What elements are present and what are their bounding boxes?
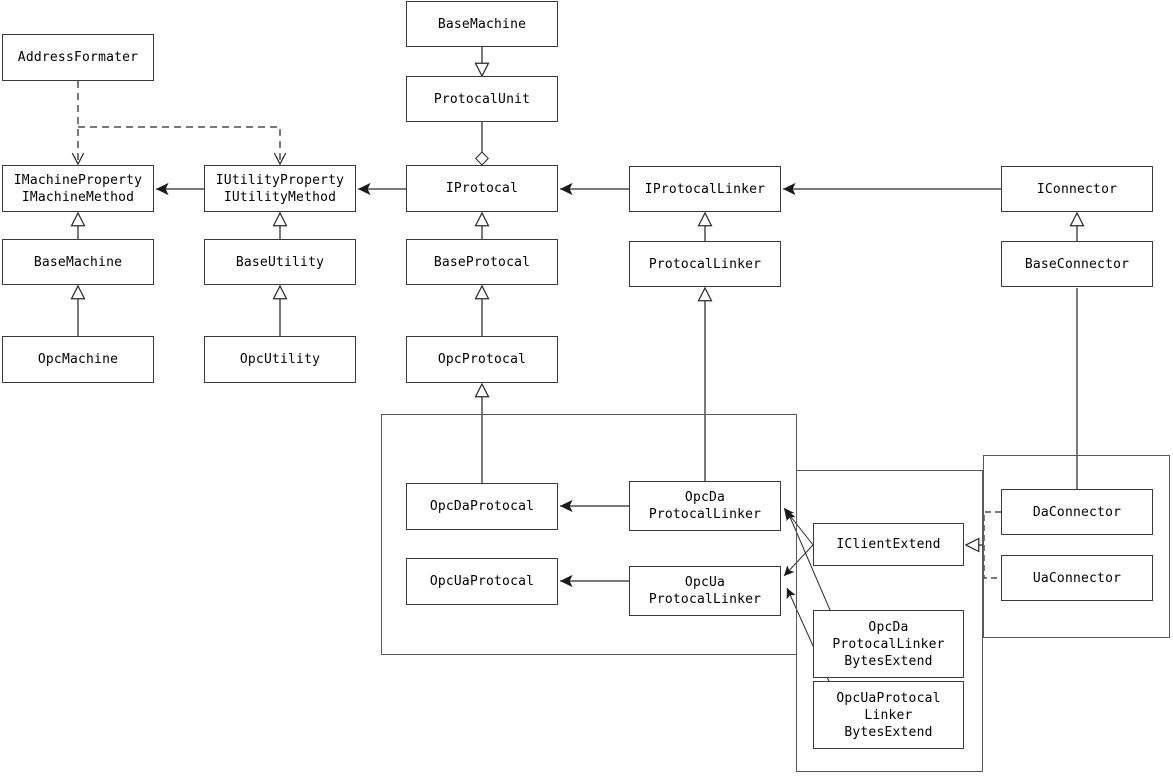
class-box-basemachine-top[interactable]: BaseMachine (406, 1, 558, 47)
class-box-uaconnector[interactable]: UaConnector (1001, 555, 1153, 601)
edge-addressformater-iutilityproperty (78, 126, 287, 166)
class-box-iprotocal[interactable]: IProtocal (406, 165, 558, 212)
class-box-baseutility[interactable]: BaseUtility (204, 239, 356, 285)
class-box-iutilityproperty[interactable]: IUtilityProperty IUtilityMethod (204, 165, 356, 212)
frame-connector-group (983, 455, 1170, 638)
class-box-imachineproperty[interactable]: IMachineProperty IMachineMethod (2, 165, 154, 212)
class-box-iclientextend[interactable]: IClientExtend (813, 523, 964, 566)
class-box-baseconnector[interactable]: BaseConnector (1001, 241, 1153, 287)
class-box-daconnector[interactable]: DaConnector (1001, 489, 1153, 535)
class-box-opcuaprotocallinker[interactable]: OpcUa ProtocalLinker (629, 566, 781, 616)
class-box-opcutility[interactable]: OpcUtility (204, 336, 356, 383)
frame-opc-protocal-group (381, 414, 797, 655)
class-box-baseprotocal[interactable]: BaseProtocal (406, 239, 558, 285)
class-box-basemachine[interactable]: BaseMachine (2, 239, 154, 285)
class-box-opcuaprotocallinkerbytesextend[interactable]: OpcUaProtocal Linker BytesExtend (813, 681, 964, 749)
class-box-iprotocallinker[interactable]: IProtocalLinker (629, 166, 781, 212)
class-box-opcuaprotocal[interactable]: OpcUaProtocal (406, 558, 558, 605)
class-box-opcmachine[interactable]: OpcMachine (2, 336, 154, 383)
class-box-opcdaprotocal[interactable]: OpcDaProtocal (406, 483, 558, 530)
class-box-protocalunit[interactable]: ProtocalUnit (406, 76, 558, 122)
class-box-addressformater[interactable]: AddressFormater (2, 34, 154, 81)
class-box-protocallinker[interactable]: ProtocalLinker (629, 241, 781, 287)
class-box-iconnector[interactable]: IConnector (1001, 166, 1153, 212)
class-box-opcdaprotocallinkerbytesextend[interactable]: OpcDa ProtocalLinker BytesExtend (813, 610, 964, 678)
class-box-opcdaprotocallinker[interactable]: OpcDa ProtocalLinker (629, 481, 781, 531)
class-box-opcprotocal[interactable]: OpcProtocal (406, 336, 558, 383)
